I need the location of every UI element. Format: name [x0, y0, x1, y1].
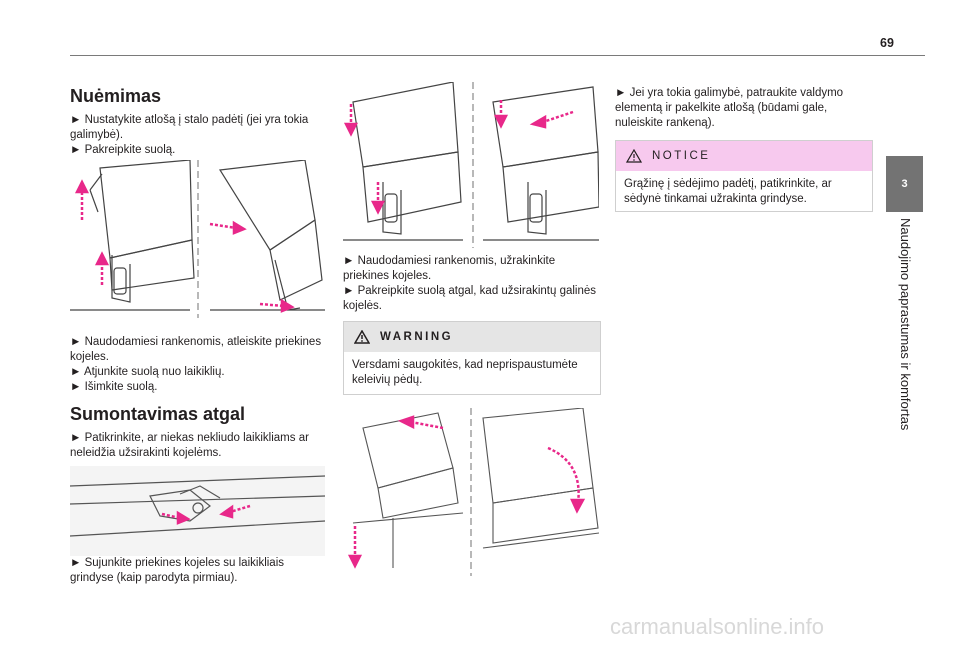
- backrest-raise-illustration: [343, 408, 599, 576]
- right-step: ► Jei yra tokia galimybė, patraukite val…: [615, 87, 844, 129]
- right-steps-block: ► Jei yra tokia galimybė, patraukite val…: [615, 86, 871, 131]
- chapter-title: Naudojimo paprastumas ir komfortas: [898, 218, 913, 431]
- removal-step: ► Atjunkite suolą nuo laikiklių.: [70, 366, 225, 378]
- warning-box: WARNING Versdami saugokitės, kad neprisp…: [343, 321, 601, 395]
- middle-step: ► Pakreipkite suolą atgal, kad užsirakin…: [343, 285, 597, 312]
- removal-heading: Nuėmimas: [70, 86, 162, 106]
- notice-box: NOTICE Grąžinę į sėdėjimo padėtį, patikr…: [615, 140, 873, 212]
- warning-text: Versdami saugokitės, kad neprispaustumėt…: [352, 359, 578, 386]
- removal-step: ► Pakreipkite suolą.: [70, 144, 176, 156]
- removal-step: ► Nustatykite atlošą į stalo padėtį (jei…: [70, 114, 309, 141]
- notice-header: NOTICE: [616, 141, 872, 171]
- lock-front-feet-illustration: [343, 82, 599, 248]
- notice-text: Grąžinę į sėdėjimo padėtį, patikrinkite,…: [624, 178, 832, 205]
- middle-steps-block: ► Naudodamiesi rankenomis, užrakinkite p…: [343, 254, 599, 314]
- refit-section: Sumontavimas atgal ► Patikrinkite, ar ni…: [70, 404, 326, 461]
- tilt-bench-drawing: [70, 160, 325, 318]
- removal-steps-b: ► Naudodamiesi rankenomis, atleiskite pr…: [70, 335, 326, 395]
- page-number: 69: [880, 36, 894, 50]
- warning-triangle-icon: [354, 330, 370, 344]
- removal-steps-a: ► Nustatykite atlošą į stalo padėtį (jei…: [70, 113, 326, 158]
- notice-title: NOTICE: [652, 150, 711, 162]
- removal-step: ► Naudodamiesi rankenomis, atleiskite pr…: [70, 336, 322, 363]
- floor-anchor-illustration: [70, 466, 325, 556]
- middle-step: ► Naudodamiesi rankenomis, užrakinkite p…: [343, 255, 556, 282]
- refit-step: ► Patikrinkite, ar niekas nekliudo laiki…: [70, 432, 309, 459]
- notice-triangle-icon: [626, 149, 642, 163]
- right-steps: ► Jei yra tokia galimybė, patraukite val…: [615, 86, 871, 131]
- watermark: carmanualsonline.info: [610, 614, 825, 639]
- refit-steps-a: ► Patikrinkite, ar niekas nekliudo laiki…: [70, 431, 326, 461]
- backrest-raise-drawing: [347, 408, 599, 576]
- floor-anchor-drawing: [70, 466, 325, 556]
- refit-steps-b: ► Sujunkite priekines kojeles su laikikl…: [70, 556, 326, 586]
- warning-header: WARNING: [344, 322, 600, 352]
- warning-title: WARNING: [380, 331, 454, 343]
- middle-steps: ► Naudodamiesi rankenomis, užrakinkite p…: [343, 254, 599, 314]
- removal-steps-b-block: ► Naudodamiesi rankenomis, atleiskite pr…: [70, 335, 326, 395]
- refit-heading: Sumontavimas atgal: [70, 404, 246, 424]
- chapter-tab[interactable]: 3: [886, 156, 923, 212]
- lock-front-feet-drawing: [343, 82, 599, 248]
- refit-step: ► Sujunkite priekines kojeles su laikikl…: [70, 557, 285, 584]
- refit-steps-b-block: ► Sujunkite priekines kojeles su laikikl…: [70, 556, 326, 586]
- removal-section: Nuėmimas ► Nustatykite atlošą į stalo pa…: [70, 86, 326, 158]
- chapter-number: 3: [901, 178, 908, 190]
- removal-step: ► Išimkite suolą.: [70, 381, 158, 393]
- tilt-bench-illustration: [70, 160, 325, 318]
- header-rule: [70, 55, 925, 56]
